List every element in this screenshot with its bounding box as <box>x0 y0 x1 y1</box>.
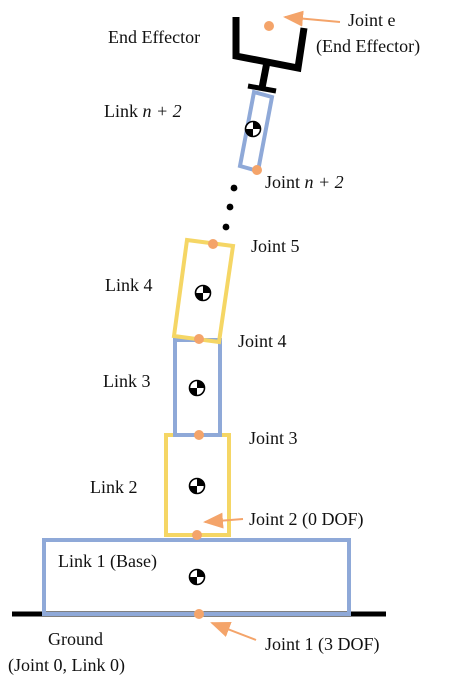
link2-center-of-mass-icon <box>188 477 206 495</box>
joint1-arrow <box>210 622 257 641</box>
end-effector-label: End Effector <box>108 27 200 47</box>
joint-n2-dot <box>252 165 262 175</box>
joint1-label: Joint 1 (3 DOF) <box>265 634 380 655</box>
joint-e-label: Joint e <box>348 10 396 30</box>
joint4-label: Joint 4 <box>238 331 287 351</box>
joint5-dot <box>208 239 218 249</box>
ground-sublabel: (Joint 0, Link 0) <box>8 655 125 676</box>
continuation-dots <box>222 184 238 231</box>
joint2-label: Joint 2 (0 DOF) <box>249 509 364 530</box>
joint3-label: Joint 3 <box>249 428 298 448</box>
link3-label: Link 3 <box>103 371 151 391</box>
joint2-arrow <box>203 512 244 529</box>
joint1-dot <box>194 609 204 619</box>
joint-e-arrow <box>283 10 341 27</box>
link-n2-label: Link n + 2 <box>104 101 182 121</box>
joint5-label: Joint 5 <box>251 236 300 256</box>
joint4-dot <box>194 334 204 344</box>
ground-label: Ground <box>48 629 103 649</box>
link1-center-of-mass-icon <box>188 568 206 586</box>
link3-center-of-mass-icon <box>188 379 206 397</box>
link2-label: Link 2 <box>90 477 138 497</box>
link1-label: Link 1 (Base) <box>58 551 157 572</box>
link-n2-center-of-mass-icon <box>244 120 262 138</box>
link4-label: Link 4 <box>105 275 153 295</box>
joint-e-dot <box>264 21 274 31</box>
gripper-icon <box>232 17 308 94</box>
joint3-dot <box>194 430 204 440</box>
joint-e-sublabel: (End Effector) <box>316 36 420 57</box>
joint2-dot <box>192 530 202 540</box>
joints <box>192 21 274 619</box>
link4-center-of-mass-icon <box>194 284 212 302</box>
joint-n2-label: Joint n + 2 <box>265 172 344 192</box>
